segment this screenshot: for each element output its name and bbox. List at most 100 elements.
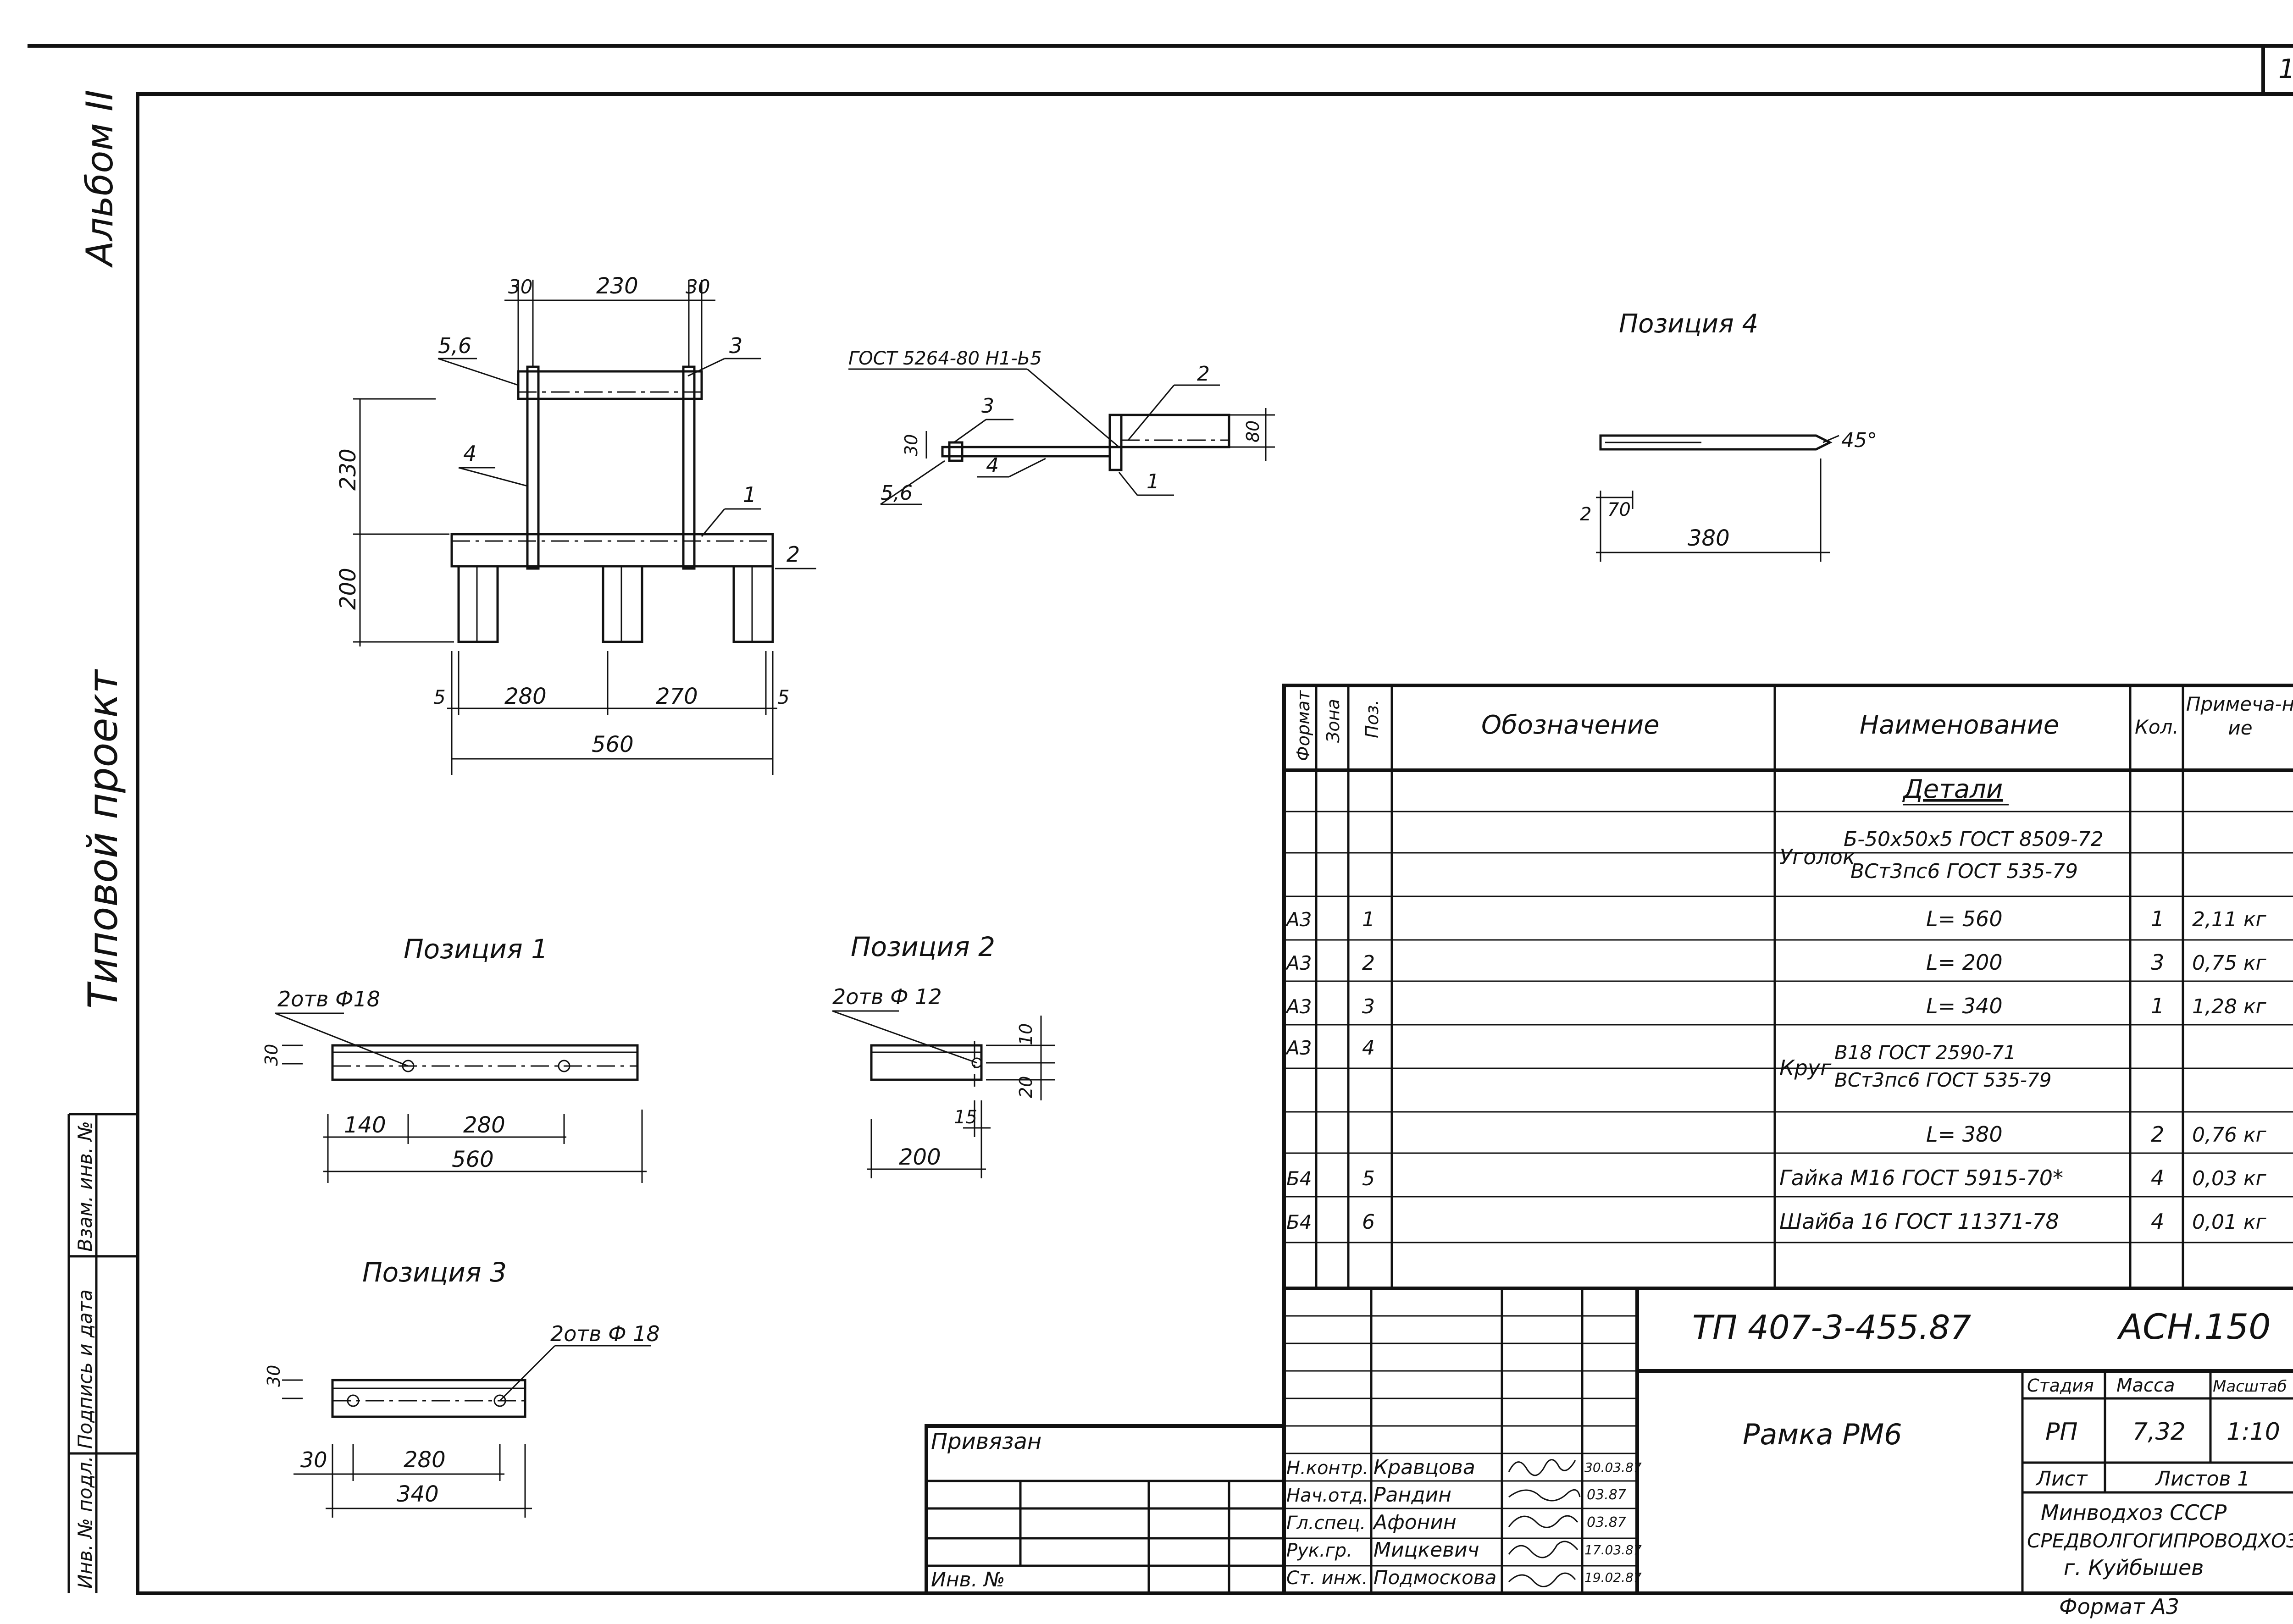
pos1-dim-560: 560 [452,1147,494,1172]
spec-header-zone: Зона [1323,699,1343,743]
title-stage: РП [2045,1418,2077,1446]
spec-row-format: Б4 [1286,1167,1312,1190]
spec-row-name: Гайка М16 ГОСТ 5915-70* [1779,1166,2063,1190]
signature-name: Рандин [1374,1483,1451,1507]
pos3-dim-340: 340 [397,1481,439,1507]
spec-row-note: 2,11 кг [2192,908,2267,931]
spec-row-name: L= 560 [1926,906,2003,931]
spec-row-note: 0,01 кг [2192,1210,2267,1234]
spec-round-top: В18 ГОСТ 2590-71 [1834,1041,2016,1064]
assembly-callout-5-6: 5,6 [438,333,471,358]
pos3-dim-30: 30 [300,1447,327,1472]
section-callout-2: 2 [1197,362,1210,386]
pos2-title: Позиция 2 [851,931,995,962]
assembly-dim-span-left: 280 [504,684,547,709]
assembly-dim-top-mid: 230 [596,273,638,299]
signature-name: Мицкевич [1374,1538,1479,1562]
title-block: ТП 407-3-455.87 АСН.150 Рамка РМ6 Стадия… [1282,1287,2293,1619]
spec-row-note: 0,76 кг [2192,1123,2267,1147]
section-view: ГОСТ 5264-80 Н1-Ь5 30 80 2 3 4 5,6 1 [848,348,1275,505]
position-1: Позиция 1 2отв Ф18 30 140 280 560 [261,934,647,1183]
pos1-dim-30: 30 [261,1044,282,1066]
spec-row-name: L= 380 [1926,1122,2003,1147]
signature-role: Нач.отд. [1286,1485,1368,1506]
tied-block: Привязан Инв. № [925,1424,1286,1595]
pos2-hole: 2отв Ф 12 [832,984,942,1009]
pos2-dim-20: 20 [1016,1076,1036,1098]
signature-role: Рук.гр. [1286,1540,1352,1561]
spec-row-format: А3 [1285,908,1312,931]
spec-row-format: А3 [1285,995,1312,1018]
assembly-dim-left-gap: 5 [433,686,446,708]
pos4-dim-2: 2 [1580,504,1591,525]
section-weld-note: ГОСТ 5264-80 Н1-Ь5 [848,348,1042,369]
pos3-dim-30-vert: 30 [264,1365,284,1387]
spec-row-name: L= 340 [1926,994,2003,1018]
signature-name: Подмосковa [1374,1566,1496,1589]
spec-header-qty: Кол. [2135,716,2179,738]
assembly-dim-top-left: 30 [508,276,532,298]
spec-angle-top: Б-50х50х5 ГОСТ 8509-72 [1844,828,2104,851]
org-line-1: Минводхоз СССР [2041,1500,2227,1525]
assembly-callout-2: 2 [786,542,800,567]
stamp-sign-date: Подпись и дата [74,1289,96,1449]
spec-row-format: А3 [1285,1037,1312,1059]
spec-row-format: Б4 [1286,1211,1312,1233]
handwritten-signatures [1508,1459,1581,1587]
signature-date: 30.03.87 [1584,1460,1642,1475]
spec-round-bottom: ВСт3пс6 ГОСТ 535-79 [1834,1069,2052,1091]
position-4: Позиция 4 45° 2 70 380 [1580,309,1877,562]
specification-table: Формат Зона Поз. Обозначение Наименовани… [1282,684,2293,1290]
pos2-dim-15: 15 [954,1107,977,1128]
typical-project-label: Типовой проект [79,668,127,1009]
signature-role: Н.контр. [1286,1458,1368,1479]
signature-role: Гл.спец. [1286,1513,1366,1534]
pos4-title: Позиция 4 [1619,309,1758,339]
tied-inv: Инв. № [931,1568,1005,1591]
spec-row-pos: 6 [1362,1210,1375,1234]
assembly-dim-height-upper: 230 [335,448,361,491]
stamp-vzam-inv: Взам. инв. № [74,1121,96,1252]
spec-row-qty: 4 [2151,1166,2164,1190]
spec-row-pos: 4 [1362,1036,1375,1060]
spec-row-format: А3 [1285,952,1312,974]
title-code: ТП 407-3-455.87 [1692,1308,1971,1347]
pos2-dim-200: 200 [899,1144,941,1170]
title-stage-label: Стадия [2027,1375,2094,1396]
section-dim-80: 80 [1243,420,1263,442]
title-sheet-label: Лист [2035,1467,2088,1491]
assembly-callout-3: 3 [729,333,742,358]
signature-date: 17.03.87 [1584,1542,1642,1558]
title-sheets-label: Листов 1 [2155,1467,2250,1491]
signature-name: Кравцова [1374,1456,1475,1479]
spec-row-pos: 2 [1362,951,1375,975]
title-name: Рамка РМ6 [1743,1418,1902,1451]
assembly-dim-total: 560 [592,732,634,757]
spec-header-name: Наименование [1860,710,2059,740]
spec-row-qty: 3 [2151,950,2164,975]
signature-role: Ст. инж. [1286,1568,1368,1589]
title-album-code: АСН.150 [2116,1306,2271,1347]
section-callout-3: 3 [981,394,994,418]
spec-header-format: Формат [1293,690,1313,761]
signature-name: Афонин [1372,1511,1457,1534]
assembly-callout-4: 4 [463,441,476,466]
spec-angle-bottom: ВСт3пс6 ГОСТ 535-79 [1850,860,2078,883]
title-mass-label: Масса [2116,1375,2175,1396]
org-line-2: СРЕДВОЛГОГИПРОВОДХОЗ [2027,1530,2293,1552]
pos4-dim-380: 380 [1688,525,1730,551]
pos1-dim-140: 140 [344,1112,386,1138]
spec-angle-prefix: Уголок [1779,845,1855,869]
spec-row-note: 0,03 кг [2192,1167,2267,1190]
signature-date: 03.87 [1587,1487,1626,1503]
pos3-title: Позиция 3 [362,1257,507,1288]
spec-row-note: 0,75 кг [2192,951,2267,975]
org-line-3: г. Куйбышев [2064,1555,2204,1580]
spec-header-pos: Поз. [1362,700,1382,738]
drawing-frame [28,44,2293,1595]
pos3-dim-280: 280 [404,1447,446,1473]
assembly-view: 30 230 30 230 200 5 280 270 5 560 5,6 3 … [335,273,816,775]
spec-header-note: Примеча-ние [2186,693,2293,739]
spec-row-note: 1,28 кг [2192,995,2267,1018]
assembly-callout-1: 1 [743,482,756,507]
